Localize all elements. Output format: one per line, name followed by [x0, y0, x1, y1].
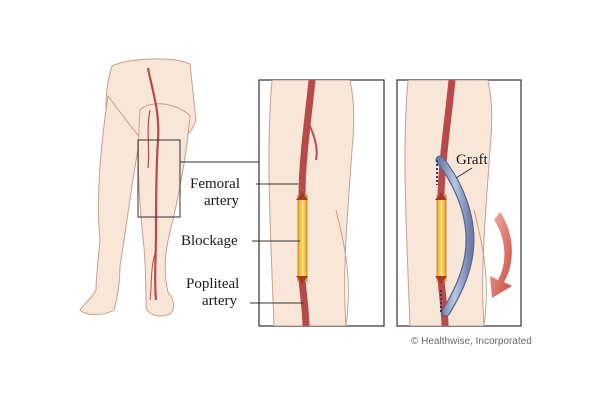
full-leg-figure — [79, 58, 259, 317]
blockage-label: Blockage — [181, 233, 238, 249]
bypass-graft-panel — [396, 79, 522, 327]
blockage-region — [297, 194, 308, 282]
popliteal-label-line1: Popliteal — [186, 276, 240, 292]
zoom-box — [137, 139, 181, 218]
femoral-label-line1: Femoral — [190, 176, 240, 192]
femoral-artery-segment — [298, 80, 316, 199]
femoral-artery-label: Femoral artery — [190, 176, 240, 210]
blood-flow-arrow — [490, 212, 512, 298]
graft-label: Graft — [456, 152, 488, 168]
popliteal-label-line2: artery — [202, 293, 237, 309]
copyright-notice: © Healthwise, Incorporated — [411, 336, 532, 347]
blocked-artery-panel — [250, 79, 385, 327]
femoral-label-line2: artery — [204, 193, 239, 209]
popliteal-artery-label: Popliteal artery — [186, 276, 239, 310]
right-leg — [137, 103, 191, 317]
left-leg — [79, 94, 141, 315]
figure-artery — [146, 67, 160, 301]
